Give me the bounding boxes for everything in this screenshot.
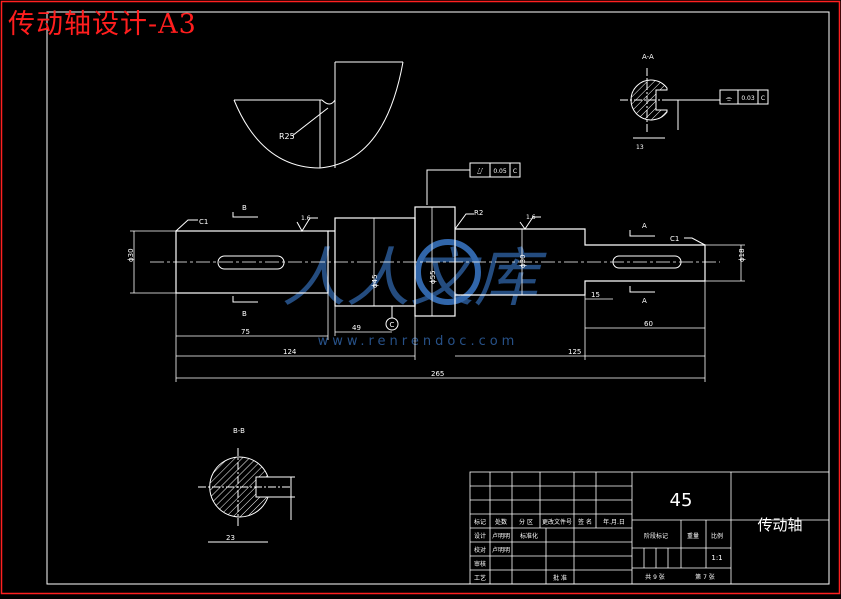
- diameter-dims: [130, 207, 745, 316]
- section-bb-label: B-B: [233, 427, 245, 435]
- dim-75: 75: [241, 328, 250, 336]
- runout-icon: ⌰: [477, 167, 483, 177]
- runout-top-value: 0.05: [493, 168, 507, 175]
- tb-material: 45: [670, 490, 693, 511]
- symmetry-icon: ⌯: [726, 94, 733, 103]
- roughness-right-icon: [519, 216, 541, 230]
- cut-b-bottom: B: [242, 310, 247, 318]
- dim-d18: ϕ18: [738, 248, 746, 262]
- keyway-left: [217, 255, 285, 270]
- roughness-right: 1.6: [526, 214, 536, 221]
- datum-c: C: [390, 321, 395, 329]
- tb-ratio: 比例: [711, 532, 723, 540]
- section-aa-label: A-A: [642, 53, 654, 61]
- tb-stage-mark: 阶段标记: [644, 532, 668, 540]
- tb-row-label-3: 审核: [474, 560, 486, 568]
- tb-standard: 标准化: [520, 532, 538, 540]
- tb-header-4: 年.月.日: [603, 518, 625, 526]
- runout-top-datum: C: [513, 168, 517, 175]
- dim-r25: R25: [279, 132, 295, 141]
- drawing-title: 传动轴设计-A3: [8, 9, 197, 40]
- detail-r25-view: [233, 61, 404, 169]
- dim-23: 23: [226, 534, 235, 542]
- dim-d30-mid: ϕ30: [519, 254, 527, 268]
- tb-approve: 批 准: [553, 574, 567, 582]
- r2-leader: [454, 213, 474, 230]
- watermark-url: www.renrendoc.com: [318, 334, 519, 349]
- tb-row-label-1: 设计: [474, 532, 486, 540]
- tb-checker: 卢明明: [492, 546, 510, 554]
- symmetry-value: 0.03: [741, 95, 755, 102]
- inner-frame: [46, 11, 830, 585]
- c1-right-leader: [684, 237, 706, 246]
- title-block: [469, 471, 830, 585]
- section-aa-view: [620, 68, 720, 139]
- tb-row-label-2: 校对: [474, 546, 486, 554]
- symmetry-datum: C: [761, 95, 765, 102]
- dim-60: 60: [644, 320, 653, 328]
- c1-left-leader: [175, 219, 198, 232]
- dim-124: 124: [283, 348, 297, 356]
- tb-sheet-no: 第 7 张: [695, 573, 715, 581]
- datum-c-circle: [385, 317, 399, 331]
- cut-a-bottom: A: [642, 297, 647, 305]
- dim-d55: ϕ55: [429, 270, 437, 284]
- roughness-left: 1.6: [301, 215, 311, 222]
- tb-row-label-4: 工艺: [474, 574, 486, 582]
- cut-markers: [232, 212, 655, 303]
- keyway-right: [612, 255, 682, 269]
- watermark-logo-icon: [415, 239, 481, 305]
- dim-r2: R2: [474, 209, 483, 217]
- roughness-left-icon: [296, 217, 318, 232]
- dim-13: 13: [636, 144, 644, 151]
- section-bb-view: [198, 448, 295, 543]
- dim-125: 125: [568, 348, 581, 356]
- tb-weight: 重量: [687, 532, 699, 540]
- tb-header-0: 处数: [495, 518, 507, 526]
- length-dims: [175, 281, 706, 382]
- cut-a-top: A: [642, 222, 647, 230]
- dim-d45: ϕ45: [371, 274, 379, 288]
- dim-c1-right: C1: [670, 235, 679, 243]
- runout-leader: [426, 169, 470, 205]
- tb-designer: 卢明明: [492, 532, 510, 540]
- tb-scale: 1:1: [711, 554, 722, 562]
- tb-header-3: 签 名: [578, 518, 592, 526]
- tb-part-name: 传动轴: [757, 516, 802, 534]
- dim-d30-left: ϕ30: [127, 248, 135, 262]
- tb-header-2: 更改文件号: [542, 518, 572, 526]
- dim-c1-left: C1: [199, 218, 208, 226]
- cut-b-top: B: [242, 204, 247, 212]
- tb-header-1: 分 区: [519, 518, 533, 526]
- tb-row-label-0: 标记: [474, 518, 486, 526]
- dim-15: 15: [591, 291, 600, 299]
- symmetry-frame: [719, 89, 769, 105]
- dim-49: 49: [352, 324, 361, 332]
- tb-sheets-total: 共 9 张: [645, 573, 665, 581]
- dim-265: 265: [431, 370, 444, 378]
